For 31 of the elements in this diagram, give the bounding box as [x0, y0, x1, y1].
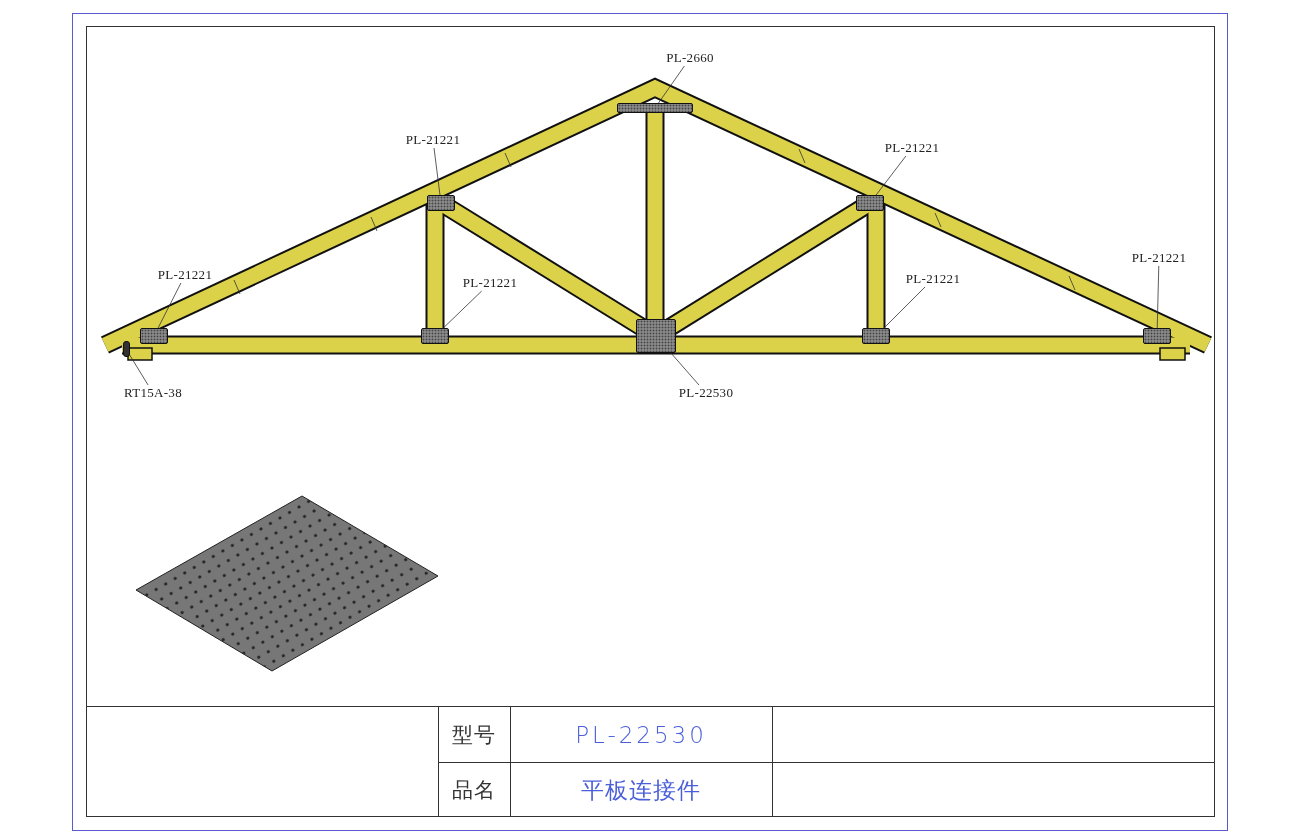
connector-plate	[427, 195, 455, 211]
leader-line	[442, 290, 483, 329]
leader-line	[670, 352, 700, 386]
field-value: 平板连接件	[581, 775, 701, 805]
leader-line	[129, 354, 149, 386]
connector-plate	[140, 328, 168, 344]
truss-hanger	[122, 341, 130, 357]
connector-plate	[862, 328, 890, 344]
part-number-label: PL-22530	[678, 385, 734, 401]
leader-line	[157, 282, 182, 329]
part-number-label: PL-21221	[1131, 250, 1187, 266]
part-number-label: PL-21221	[884, 140, 940, 156]
part-number-label: PL-21221	[157, 267, 213, 283]
part-number-label: PL-21221	[905, 271, 961, 287]
field-value: PL-22530	[575, 722, 707, 748]
connector-plate	[421, 328, 449, 344]
connector-plate	[636, 319, 676, 353]
leader-line	[875, 155, 907, 196]
leader-line	[433, 147, 441, 196]
connector-plate	[856, 195, 884, 211]
part-number-label: RT15A-38	[124, 385, 182, 401]
field-label: 型号	[452, 722, 496, 749]
leader-line	[1156, 265, 1160, 329]
leader-line	[883, 286, 926, 329]
leader-line	[658, 65, 685, 104]
part-number-label: PL-21221	[462, 275, 518, 291]
field-label: 品名	[452, 777, 496, 804]
connector-plate	[1143, 328, 1171, 344]
part-number-label: PL-2660	[666, 50, 714, 66]
connector-plate	[617, 103, 693, 113]
part-number-label: PL-21221	[405, 132, 461, 148]
